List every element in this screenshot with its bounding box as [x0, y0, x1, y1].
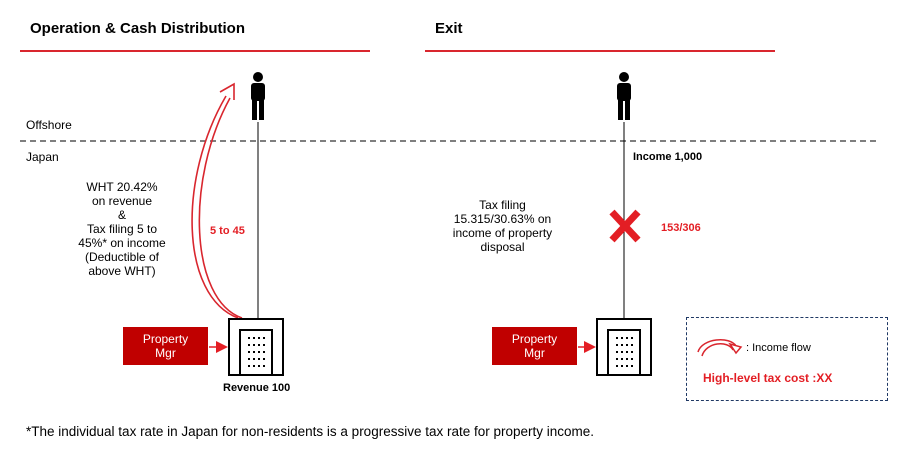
legend-box	[686, 317, 888, 401]
property-manager-right: Property Mgr	[492, 327, 577, 365]
income-label: Income 1,000	[633, 151, 703, 163]
blocked-x-icon	[609, 209, 641, 243]
income-flow-arrow-icon	[191, 82, 243, 319]
right-tax-rate: 153/306	[661, 222, 701, 234]
section-underline-left	[20, 50, 370, 52]
building-right-icon	[596, 318, 652, 376]
section-title-operation: Operation & Cash Distribution	[30, 20, 246, 37]
left-tax-rate: 5 to 45	[210, 225, 245, 237]
investor-right-icon	[617, 72, 631, 120]
legend-income-flow-icon	[697, 339, 743, 357]
revenue-label: Revenue 100	[223, 382, 291, 394]
legend-income-flow-label: : Income flow	[746, 342, 811, 354]
right-tax-note: Tax filing 15.315/30.63% on income of pr…	[452, 198, 553, 254]
section-title-exit: Exit	[435, 20, 463, 37]
building-left-icon	[228, 318, 284, 376]
japan-label: Japan	[26, 150, 59, 164]
offshore-label: Offshore	[26, 118, 72, 132]
property-manager-left: Property Mgr	[123, 327, 208, 365]
left-tax-note: WHT 20.42% on revenue & Tax filing 5 to …	[78, 180, 166, 278]
investor-left-icon	[251, 72, 265, 120]
footnote: *The individual tax rate in Japan for no…	[26, 424, 595, 439]
legend-tax-cost-label: High-level tax cost :XX	[703, 371, 833, 385]
section-underline-right	[425, 50, 775, 52]
